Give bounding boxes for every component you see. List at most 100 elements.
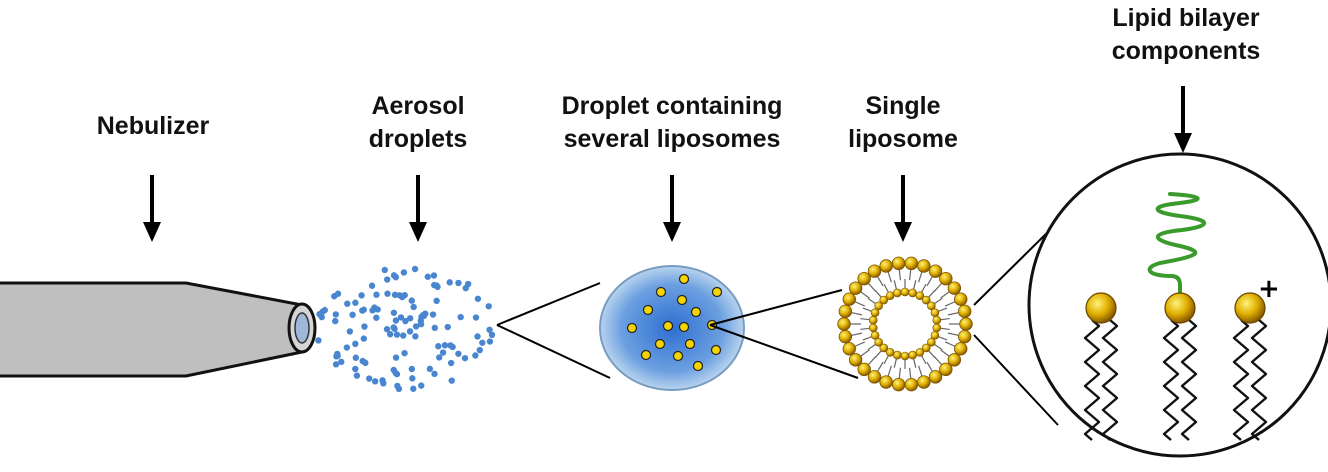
lipid-head-inner: [893, 350, 902, 360]
lipid-tail: [918, 271, 923, 283]
aerosol-droplet: [392, 317, 400, 324]
aerosol-droplet: [433, 297, 440, 305]
aerosol-droplet: [359, 357, 366, 365]
aerosol-droplet: [401, 349, 408, 357]
aerosol-droplet: [371, 304, 378, 311]
positive-charge-symbol: +: [1258, 274, 1280, 304]
lipid-tail: [928, 289, 936, 298]
lipid-head-inner: [921, 295, 931, 305]
aerosol-droplet: [439, 349, 447, 356]
lipid-head-outer: [842, 342, 856, 356]
lipid-tail: [944, 301, 956, 307]
aerosol-droplet: [316, 311, 323, 318]
aerosol-droplet: [462, 284, 469, 292]
aerosol-droplet: [365, 375, 373, 382]
aerosol-droplet: [408, 365, 416, 373]
liposome-dot: [678, 321, 690, 333]
lipid-head-outer: [954, 342, 968, 356]
lipid-head-inner: [874, 337, 883, 347]
aerosol-droplet: [353, 372, 361, 379]
lipid-tail: [898, 269, 901, 281]
lipid-tail: [909, 269, 912, 281]
lipid-tail: [940, 317, 950, 321]
aerosol-droplet: [455, 350, 462, 357]
lipid-head-inner: [893, 288, 902, 298]
aerosol-droplet: [472, 352, 479, 359]
arrow-down-icon: [1174, 86, 1192, 153]
lipid-tail: [860, 327, 870, 331]
lipid-head-inner: [868, 323, 878, 333]
lipid-tail: [860, 349, 870, 357]
aerosol-droplet: [476, 346, 483, 354]
aerosol-droplet: [383, 326, 391, 333]
aerosol-droplet: [379, 377, 386, 384]
lipid-head-outer: [957, 304, 972, 319]
aerosol-droplet: [410, 303, 417, 311]
lipid-head-outer: [928, 370, 943, 384]
liposome-dot: [692, 360, 704, 372]
lipid-head-outer: [837, 317, 851, 331]
aerosol-droplet: [474, 295, 482, 302]
lipid-head-outer: [838, 304, 853, 319]
lipid-tail: [947, 311, 959, 316]
arrow-down-icon: [143, 175, 161, 242]
nebulizer-nozzle: [0, 281, 317, 378]
lipid-tail: [867, 297, 876, 305]
liposome-dot: [676, 294, 688, 306]
aerosol-droplet: [384, 290, 391, 297]
aerosol-droplet: [346, 328, 354, 335]
aerosol-droplet: [352, 354, 360, 361]
lipid-tail: [934, 297, 943, 305]
aerosol-droplet: [352, 365, 359, 373]
liposome-dot: [690, 306, 702, 318]
lipid-head-outer: [939, 362, 953, 377]
lipid-head-inner: [870, 308, 880, 317]
aerosol-droplet: [390, 309, 398, 316]
lipid-head-outer: [879, 259, 893, 273]
lipid-head-outer: [879, 375, 893, 389]
liposome-dot: [654, 338, 666, 350]
arrow-down-icon: [409, 175, 427, 242]
aerosol-droplet: [472, 314, 480, 321]
lipid-tail: [1162, 319, 1180, 441]
lipid-tail: [1180, 319, 1198, 441]
lipid-head-outer: [917, 375, 931, 389]
aerosol-droplet: [400, 332, 407, 339]
lipid-head-inner: [885, 291, 895, 300]
lipid-head-inner: [870, 331, 880, 340]
aerosol-droplet: [358, 292, 365, 299]
lipid-head-inner: [908, 288, 917, 298]
lipid-head-outer: [959, 317, 973, 331]
lipid-tail: [913, 358, 917, 368]
aerosol-droplet: [406, 315, 414, 322]
lipid-head-outer: [947, 281, 962, 295]
lipid-tail: [854, 341, 866, 347]
lipid-tail: [874, 350, 882, 359]
aerosol-droplet: [391, 291, 399, 299]
lipid-head-inner: [900, 287, 910, 297]
lipid-tail: [933, 282, 943, 292]
lipid-head-inner: [932, 315, 942, 325]
aerosol-droplet: [392, 369, 399, 377]
lipid-tail: [934, 343, 943, 351]
lipid-head-outer: [857, 362, 871, 377]
aerosol-droplet: [410, 385, 417, 392]
lipid-tail: [851, 311, 863, 316]
lipid-tail: [926, 276, 934, 287]
lipid-head-outer: [917, 259, 931, 273]
aerosol-droplet: [409, 375, 416, 382]
lipid-tail: [928, 350, 936, 359]
lipid-head-inner: [908, 350, 917, 360]
lipid-tail: [933, 356, 943, 366]
liposome-dot: [710, 344, 722, 356]
lipid-tail: [887, 271, 892, 283]
lipid-head: [1234, 292, 1266, 324]
lipid-tail: [1250, 319, 1268, 441]
lipid-tail: [867, 356, 877, 366]
lipid-head-outer: [954, 292, 968, 306]
lipid-head-outer: [842, 292, 856, 306]
aerosol-droplet: [436, 354, 443, 361]
aerosol-droplet: [344, 300, 351, 307]
liposome-dot: [678, 273, 690, 285]
lipid-tail: [854, 301, 866, 307]
